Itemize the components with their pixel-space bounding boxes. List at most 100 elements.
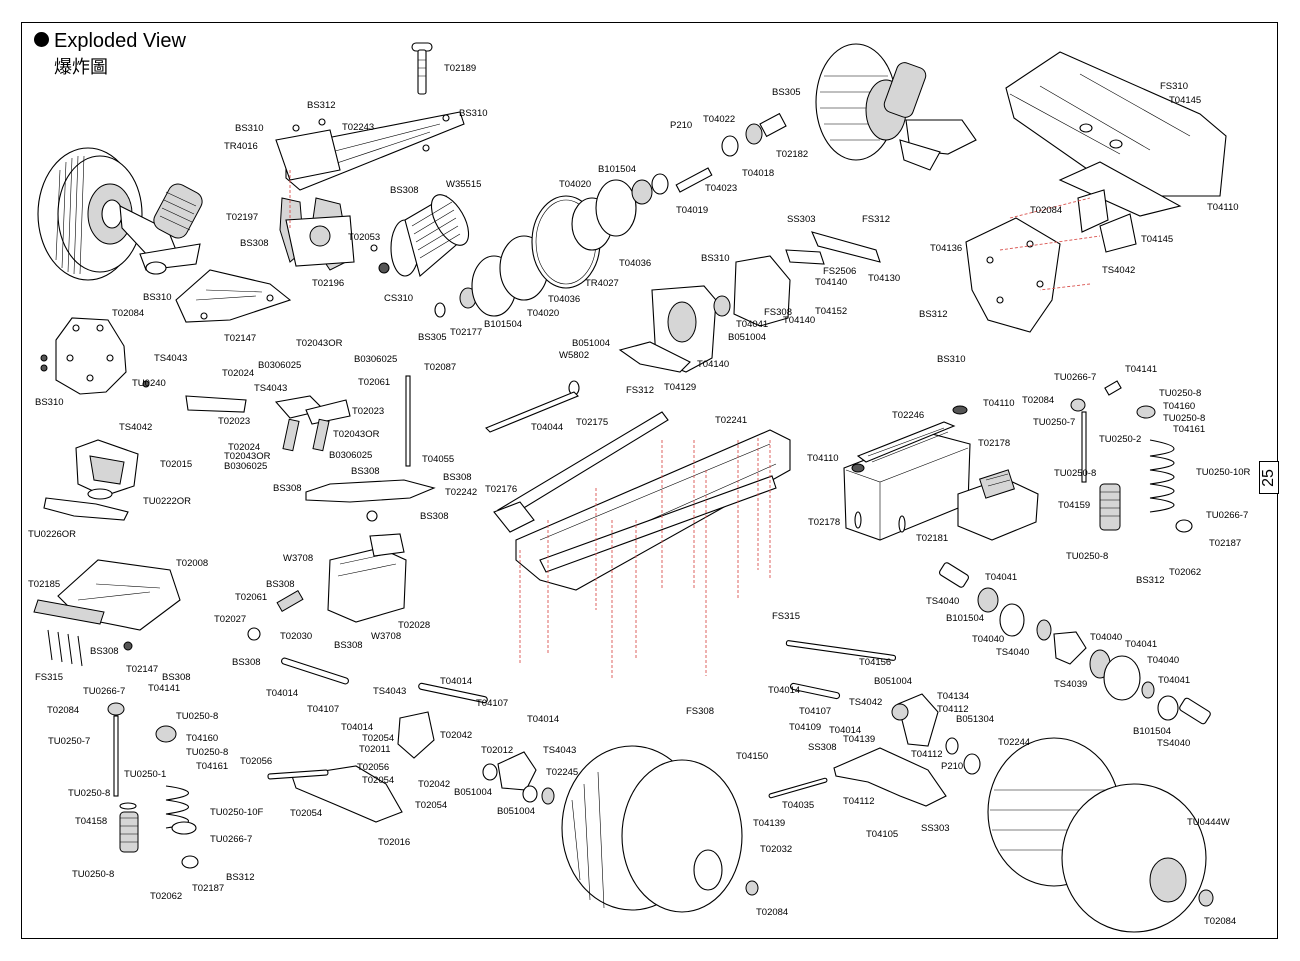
part-label: B051004 <box>454 787 492 798</box>
part-label: FS312 <box>862 214 890 225</box>
part-label: TU0240 <box>132 378 166 389</box>
part-label: FS315 <box>35 672 63 683</box>
wing-mount <box>965 189 1137 333</box>
part-label: T04158 <box>75 816 107 827</box>
rear-differential <box>939 562 1211 725</box>
front-shock-tower <box>40 317 150 395</box>
part-label: BS308 <box>90 646 119 657</box>
part-label: T04036 <box>548 294 580 305</box>
part-label: T02178 <box>978 438 1010 449</box>
part-label: T04022 <box>703 114 735 125</box>
part-label: T04134 <box>937 691 969 702</box>
part-label: T02012 <box>481 745 513 756</box>
part-label: T04036 <box>619 258 651 269</box>
part-label: BS310 <box>701 253 730 264</box>
part-label: T04035 <box>782 800 814 811</box>
part-label: T02244 <box>998 737 1030 748</box>
part-label: T02056 <box>357 762 389 773</box>
part-label: T02056 <box>240 756 272 767</box>
part-label: T02175 <box>576 417 608 428</box>
part-label: T04161 <box>1173 424 1205 435</box>
part-label: T04107 <box>476 698 508 709</box>
part-label: B101504 <box>484 319 522 330</box>
part-label: T02062 <box>1169 567 1201 578</box>
part-label: TU0266-7 <box>210 834 252 845</box>
part-label: T04107 <box>799 706 831 717</box>
part-label: T02246 <box>892 410 924 421</box>
part-label: T02061 <box>358 377 390 388</box>
part-label: T02242 <box>445 487 477 498</box>
part-label: FS315 <box>772 611 800 622</box>
part-label: TS4039 <box>1054 679 1087 690</box>
part-label: T02008 <box>176 558 208 569</box>
part-label: T02084 <box>1204 916 1236 927</box>
part-label: TU0250-8 <box>176 711 218 722</box>
part-label: T04014 <box>341 722 373 733</box>
page-title: Exploded View 爆炸圖 <box>34 30 186 79</box>
rear-suspension <box>768 640 981 807</box>
part-label: T02042 <box>418 779 450 790</box>
part-label: TU0250-7 <box>48 736 90 747</box>
part-label: BS308 <box>232 657 261 668</box>
part-label: T04014 <box>527 714 559 725</box>
part-label: T02053 <box>348 232 380 243</box>
part-label: TU0266-7 <box>1054 372 1096 383</box>
part-label: T02054 <box>415 800 447 811</box>
part-label: B051004 <box>497 806 535 817</box>
part-label: BS308 <box>420 511 449 522</box>
part-label: TU0250-8 <box>1054 468 1096 479</box>
part-label: T04141 <box>1125 364 1157 375</box>
part-label: T04145 <box>1169 95 1201 106</box>
part-label: BS308 <box>390 185 419 196</box>
part-label: T02032 <box>760 844 792 855</box>
part-label: T04112 <box>911 749 943 760</box>
part-label: TS4043 <box>254 383 287 394</box>
part-label: T02147 <box>224 333 256 344</box>
part-label: TS4043 <box>154 353 187 364</box>
part-label: BS305 <box>772 87 801 98</box>
part-label: T04014 <box>768 685 800 696</box>
part-label: SS303 <box>787 214 816 225</box>
part-label: T02245 <box>546 767 578 778</box>
part-label: T02181 <box>916 533 948 544</box>
page-number: 25 <box>1260 468 1277 487</box>
part-label: T02024 <box>228 442 260 453</box>
part-label: T04020 <box>559 179 591 190</box>
part-label: T02241 <box>715 415 747 426</box>
part-label: TS4043 <box>373 686 406 697</box>
part-label: B0306025 <box>354 354 397 365</box>
part-label: B101504 <box>598 164 636 175</box>
part-label: T04014 <box>266 688 298 699</box>
part-label: T04110 <box>983 398 1015 409</box>
rear-wing <box>1005 51 1227 217</box>
part-label: TU0226OR <box>28 529 76 540</box>
steering-assembly <box>185 375 436 522</box>
part-label: T02197 <box>226 212 258 223</box>
part-label: T04156 <box>859 657 891 668</box>
part-label: P210 <box>941 761 963 772</box>
part-label: T04041 <box>736 319 768 330</box>
part-label: T02177 <box>450 327 482 338</box>
part-label: T02084 <box>47 705 79 716</box>
part-label: TS4042 <box>119 422 152 433</box>
part-label: T02042 <box>440 730 472 741</box>
part-label: B0306025 <box>329 450 372 461</box>
part-label: FS312 <box>626 385 654 396</box>
battery-box <box>843 405 971 541</box>
bullet-icon <box>34 32 49 47</box>
part-label: T04161 <box>196 761 228 772</box>
part-label: T02178 <box>808 517 840 528</box>
part-label: T02185 <box>28 579 60 590</box>
part-label: T02024 <box>222 368 254 379</box>
part-label: BS308 <box>266 579 295 590</box>
part-label: W3708 <box>283 553 313 564</box>
title-chinese: 爆炸圖 <box>54 57 108 78</box>
rear-top-wheel <box>815 43 977 171</box>
part-label: B0306025 <box>224 461 267 472</box>
part-label: T04140 <box>815 277 847 288</box>
part-label: TU0250-8 <box>68 788 110 799</box>
part-label: T02043OR <box>296 338 343 349</box>
part-label: T02027 <box>214 614 246 625</box>
part-label: BS310 <box>459 108 488 119</box>
part-label: TU0444W <box>1187 817 1230 828</box>
